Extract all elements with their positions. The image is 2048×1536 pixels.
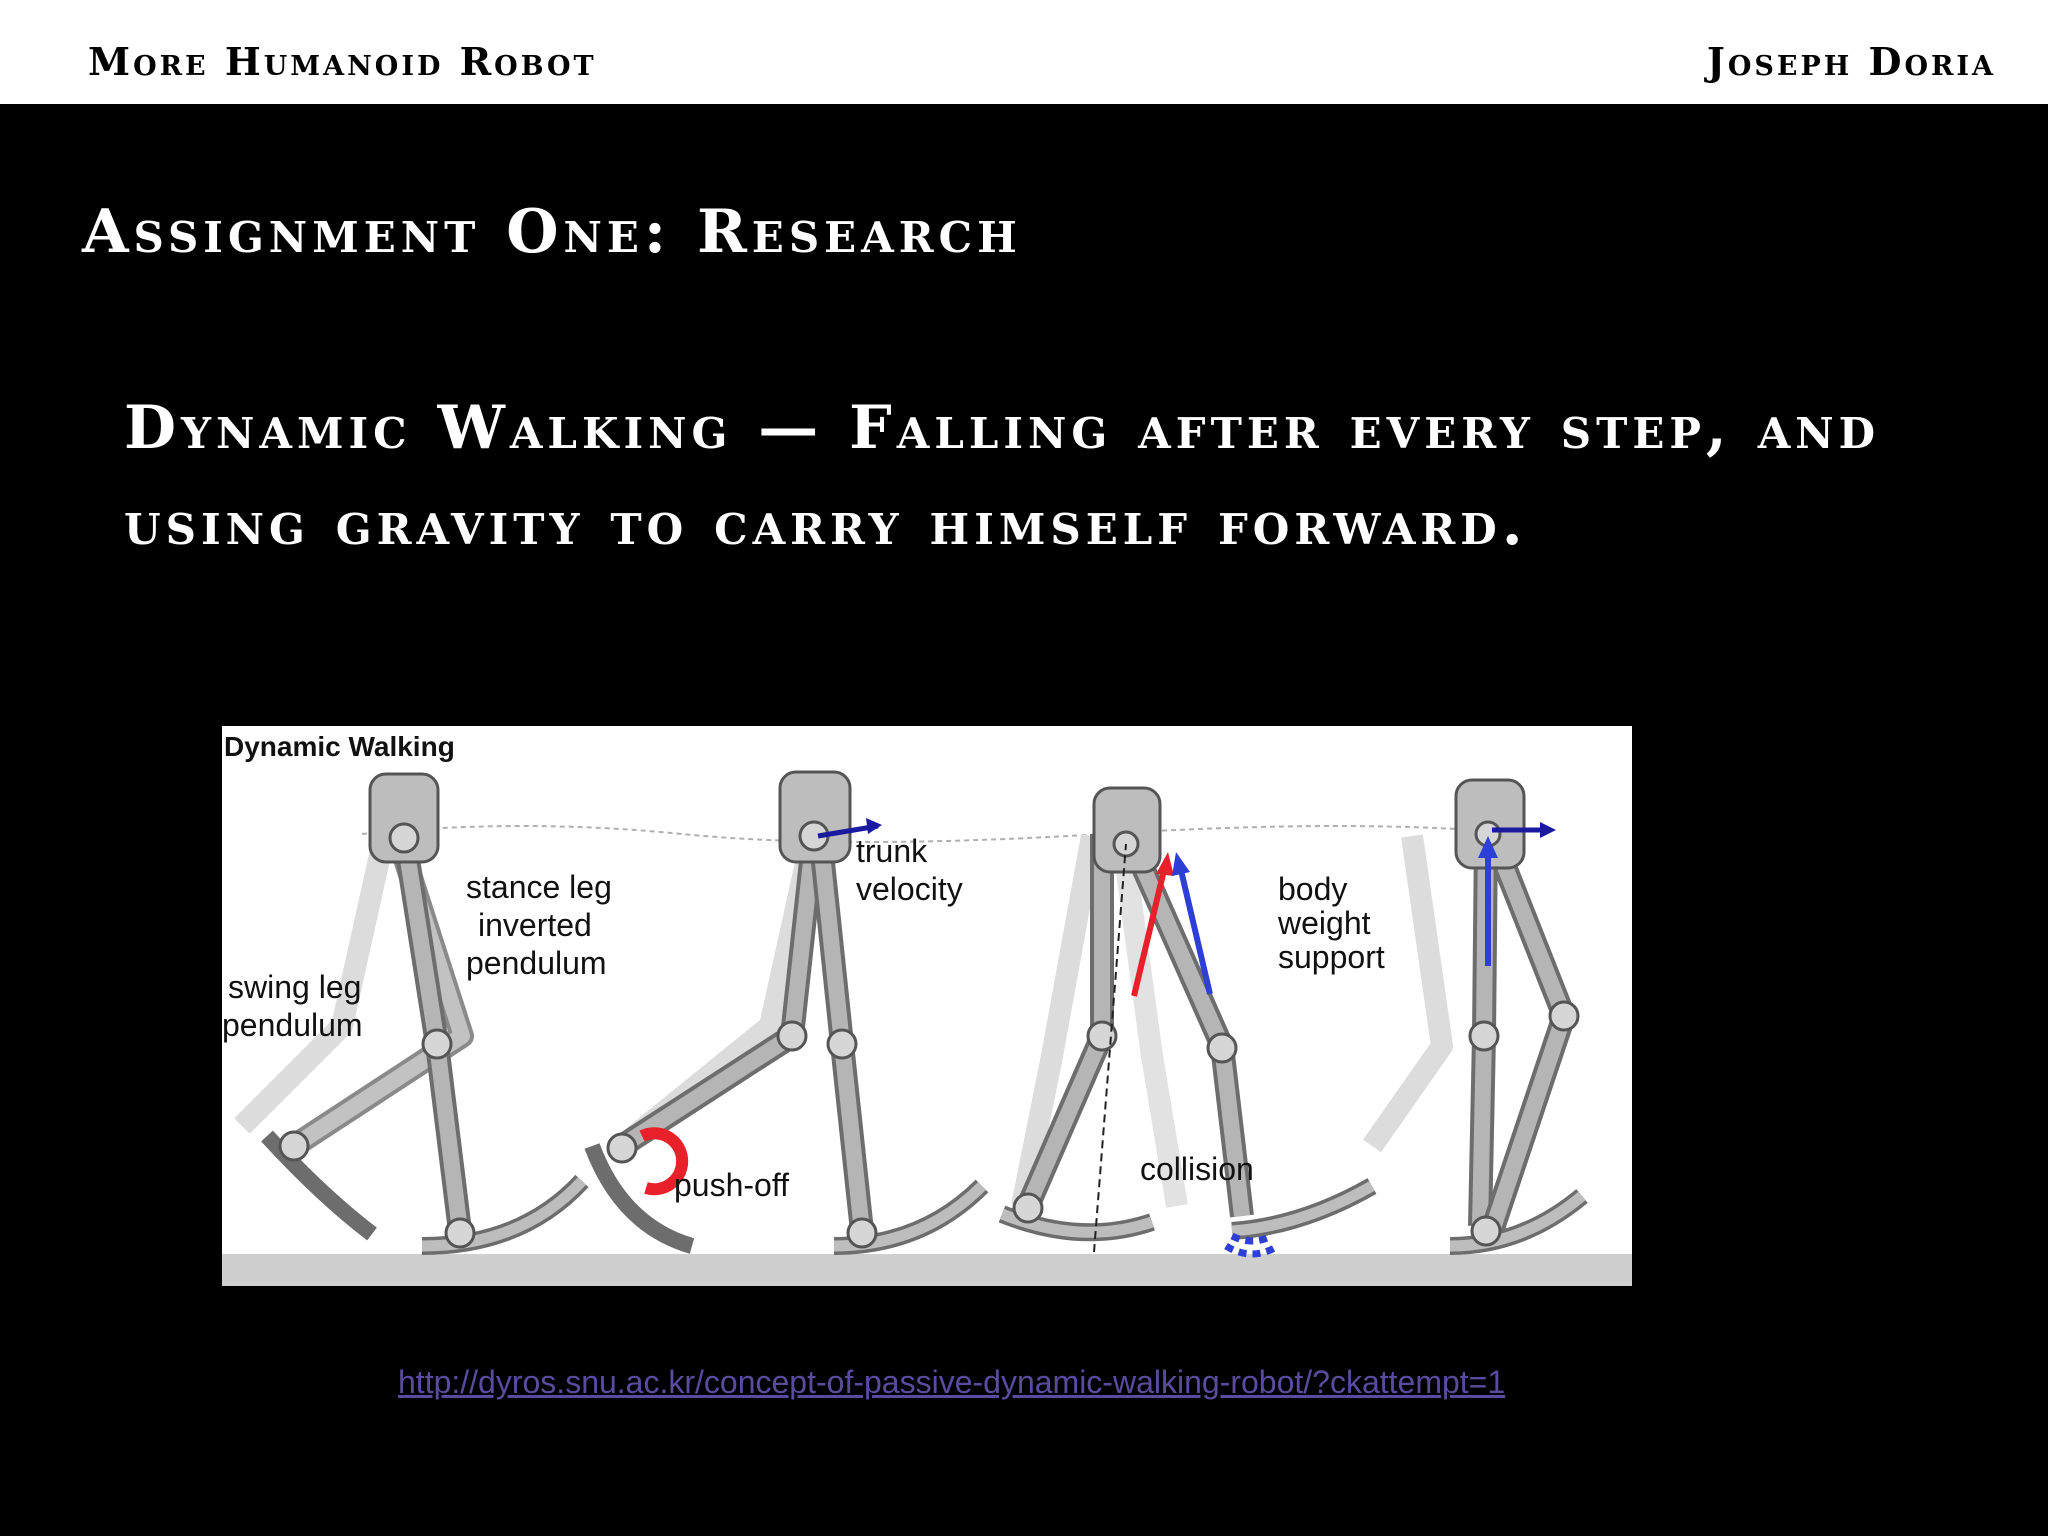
ground bbox=[222, 1254, 1632, 1286]
figure-heading: Dynamic Walking bbox=[224, 731, 455, 762]
author-name: Joseph Doria bbox=[1706, 39, 1996, 84]
slide-title: Assignment One: Research bbox=[82, 197, 1022, 267]
body-label-line1: body bbox=[1278, 871, 1347, 907]
slide-bullet-text: Dynamic Walking — Falling after every st… bbox=[124, 393, 1881, 559]
swing-leg-label-line2: pendulum bbox=[222, 1007, 363, 1043]
body-label-line3: support bbox=[1278, 939, 1385, 975]
stance-leg-label-line2: inverted bbox=[478, 907, 592, 943]
trunk-velocity-label: trunk velocity bbox=[856, 833, 963, 907]
slide-header: More Humanoid Robot Joseph Doria bbox=[0, 0, 2048, 104]
dynamic-walking-diagram: Dynamic Walking swing leg pendulum stan bbox=[222, 726, 1632, 1286]
walker-support-phase bbox=[1362, 778, 1588, 1255]
body-weight-support-label: body weight support bbox=[1277, 871, 1385, 975]
stance-leg-label: stance leg inverted pendulum bbox=[466, 869, 621, 981]
push-off-label: push-off bbox=[674, 1167, 789, 1203]
presentation-title: More Humanoid Robot bbox=[88, 39, 597, 84]
walker-push-off-phase bbox=[584, 770, 989, 1255]
body-label-line2: weight bbox=[1277, 905, 1371, 941]
stance-leg-label-line3: pendulum bbox=[466, 945, 607, 981]
swing-leg-label-line1: swing leg bbox=[228, 969, 361, 1005]
stance-leg-label-line1: stance leg bbox=[466, 869, 612, 905]
trunk-velocity-label-line2: velocity bbox=[856, 871, 963, 907]
walker-collision-phase bbox=[998, 786, 1377, 1258]
source-link[interactable]: http://dyros.snu.ac.kr/concept-of-passiv… bbox=[398, 1364, 1506, 1400]
collision-label: collision bbox=[1140, 1151, 1254, 1187]
hip-trajectory bbox=[361, 825, 1523, 843]
trunk-velocity-label-line1: trunk bbox=[856, 833, 928, 869]
diagram-svg: Dynamic Walking swing leg pendulum stan bbox=[222, 731, 1632, 1286]
walker-stance-phase bbox=[234, 772, 589, 1255]
swing-leg-label: swing leg pendulum bbox=[222, 969, 370, 1043]
